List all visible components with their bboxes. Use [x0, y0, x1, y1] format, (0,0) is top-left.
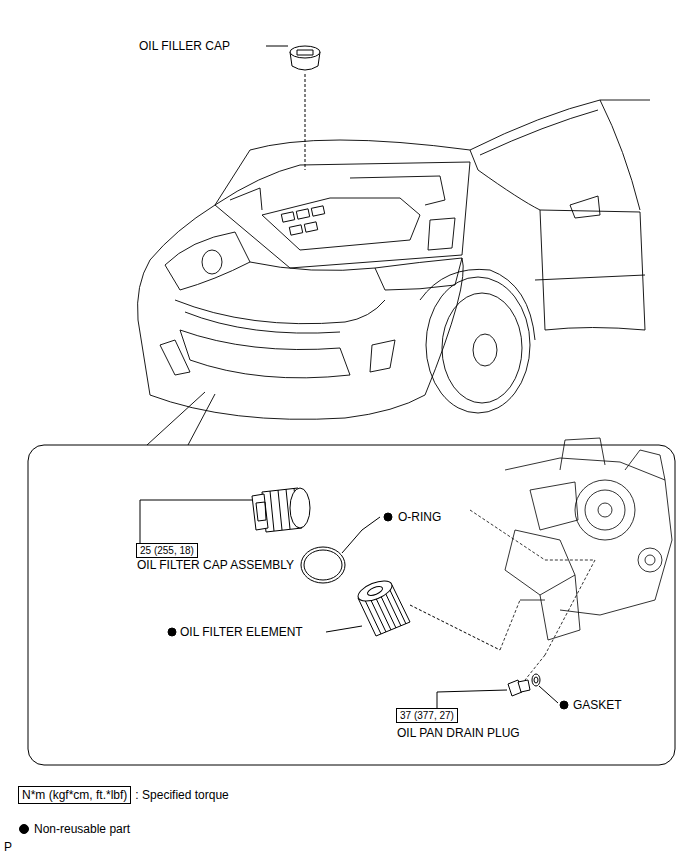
detail-frame	[28, 445, 675, 765]
torque-unit-box: N*m (kgf*cm, ft.*lbf)	[18, 786, 131, 804]
torque-unit-box-text: N*m (kgf*cm, ft.*lbf)	[22, 787, 127, 803]
torque-box-text: 25 (255, 18)	[140, 544, 194, 557]
torque-box-text: 37 (377, 27)	[400, 709, 454, 722]
torque-box: 37 (377, 27)	[396, 708, 458, 723]
part-name: OIL PAN DRAIN PLUG	[396, 726, 521, 740]
engine-drawing	[470, 438, 672, 680]
torque-box: 25 (255, 18)	[136, 543, 198, 558]
legend-text: : Specified torque	[135, 788, 228, 802]
o-ring-drawing	[301, 513, 392, 583]
vehicle-drawing	[138, 100, 651, 445]
part-name: OIL FILTER CAP ASSEMBLY	[136, 558, 295, 572]
filter-cap-drawing	[140, 488, 310, 543]
drain-plug-drawing	[437, 674, 568, 709]
non-reusable-mark	[20, 825, 29, 834]
part-name: OIL FILTER ELEMENT	[179, 625, 304, 639]
part-name: GASKET	[572, 698, 623, 712]
figure-code: P	[3, 840, 13, 854]
legend-text: Non-reusable part	[34, 822, 130, 836]
part-name: O-RING	[397, 510, 442, 524]
part-name: OIL FILLER CAP	[138, 39, 231, 53]
filter-element-drawing	[168, 577, 500, 650]
filler-cap-drawing	[266, 46, 320, 170]
